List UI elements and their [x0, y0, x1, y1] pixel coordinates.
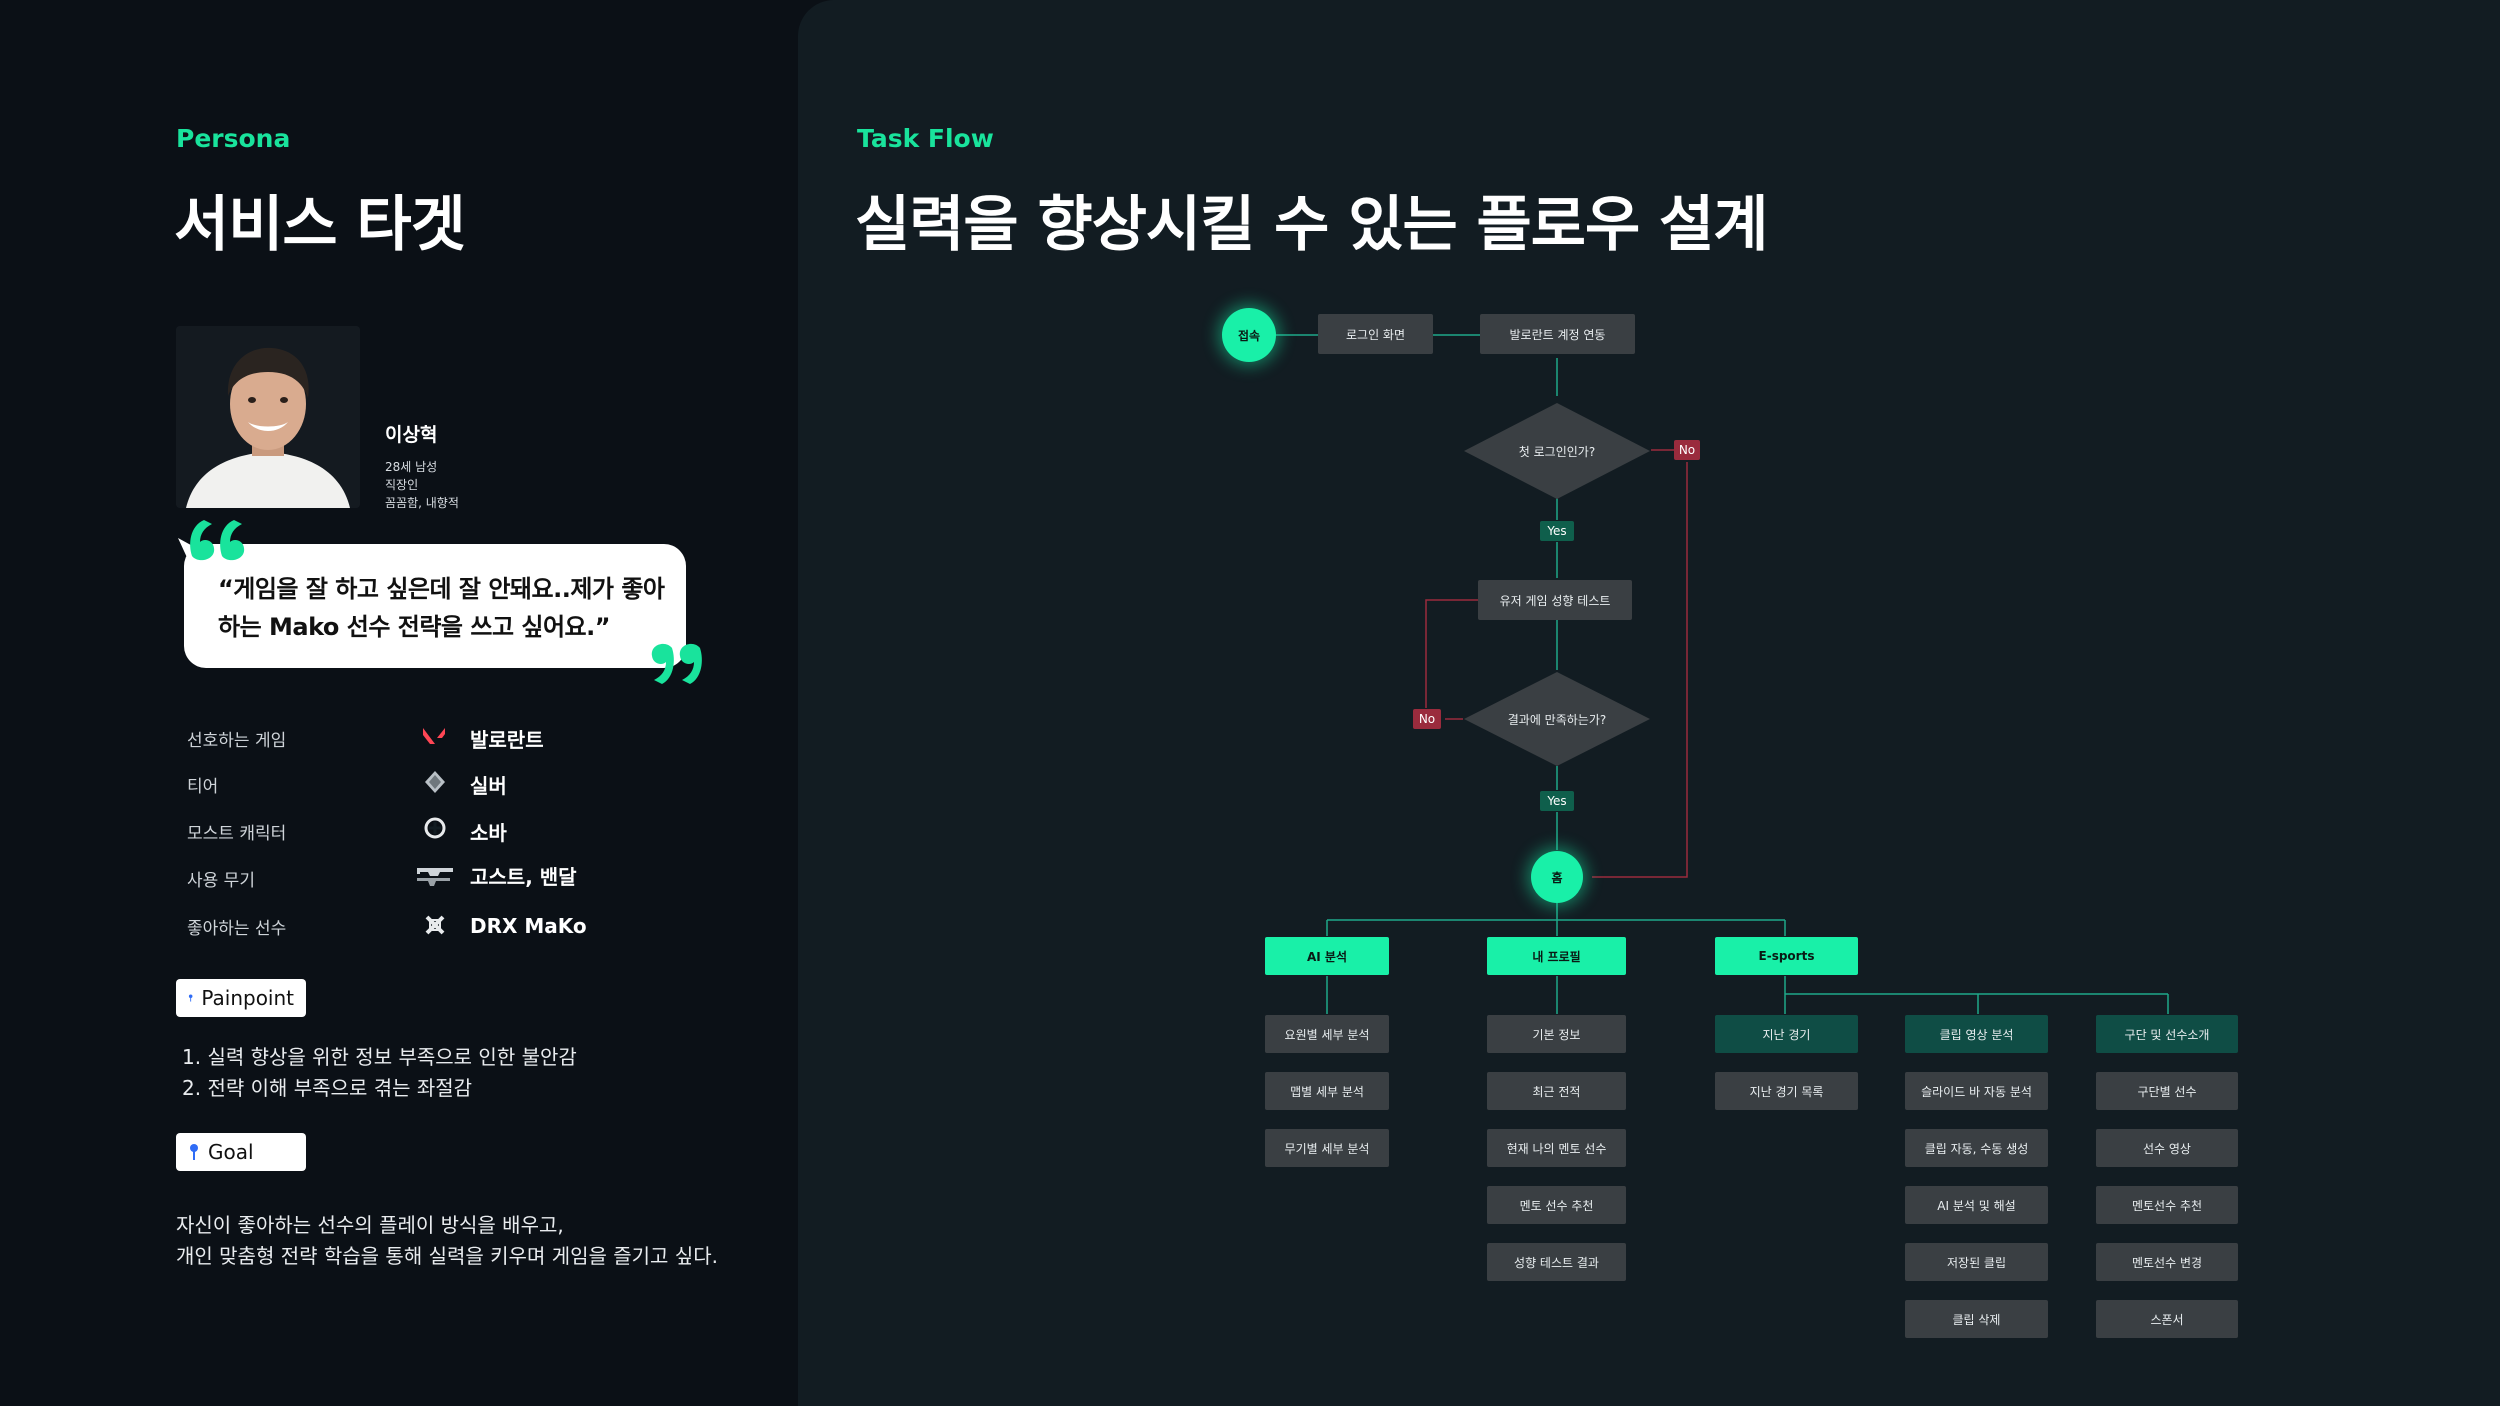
painpoint-label: Painpoint — [201, 986, 294, 1010]
attr-label-tier: 티어 — [187, 777, 219, 797]
sponsor[interactable]: 스폰서 — [2096, 1300, 2238, 1338]
attr-value-game: 발로란트 — [470, 728, 544, 752]
pin-icon — [188, 994, 193, 1002]
pin-icon — [190, 1144, 198, 1160]
clip-delete[interactable]: 클립 삭제 — [1905, 1300, 2048, 1338]
decision-satisfied: 결과에 만족하는가? — [1507, 712, 1607, 727]
attr-label-player: 좋아하는 선수 — [187, 919, 287, 939]
link-account-node[interactable]: 발로란트 계정 연동 — [1480, 314, 1635, 354]
persona-title: 서비스 타겟 — [174, 190, 466, 260]
start-node[interactable]: 접속 — [1222, 308, 1276, 362]
esports-team-player-intro[interactable]: 구단 및 선수소개 — [2096, 1015, 2238, 1053]
clip-ai-commentary[interactable]: AI 분석 및 해설 — [1905, 1186, 2048, 1224]
profile-recent-record[interactable]: 최근 전적 — [1487, 1072, 1626, 1110]
painpoint-item-2: 2. 전략 이해 부족으로 겪는 좌절감 — [182, 1076, 473, 1100]
esports-past-match[interactable]: 지난 경기 — [1715, 1015, 1858, 1053]
ai-agent-analysis[interactable]: 요원별 세부 분석 — [1265, 1015, 1389, 1053]
avatar-illustration — [176, 326, 360, 508]
yes-tag-first-login: Yes — [1540, 521, 1574, 541]
taskflow-panel — [798, 0, 2500, 1406]
mentor-player-recommend[interactable]: 멘토선수 추천 — [2096, 1186, 2238, 1224]
my-profile-node[interactable]: 내 프로필 — [1487, 937, 1626, 975]
esports-node[interactable]: E-sports — [1715, 937, 1858, 975]
esports-clip-analysis[interactable]: 클립 영상 분석 — [1905, 1015, 2048, 1053]
profile-mentor-recommend[interactable]: 멘토 선수 추천 — [1487, 1186, 1626, 1224]
no-tag-satisfied: No — [1413, 709, 1441, 729]
taskflow-title: 실력을 향상시킬 수 있는 플로우 설계 — [855, 190, 1768, 260]
login-node[interactable]: 로그인 화면 — [1318, 314, 1433, 354]
decision-satisfied-diamond — [1464, 672, 1650, 766]
decision-first-login: 첫 로그인인가? — [1518, 444, 1596, 459]
ai-analysis-node[interactable]: AI 분석 — [1265, 937, 1389, 975]
painpoint-item-1: 1. 실력 향상을 위한 정보 부족으로 인한 불안감 — [182, 1045, 577, 1069]
goal-line-1: 자신이 좋아하는 선수의 플레이 방식을 배우고, — [176, 1213, 564, 1237]
persona-panel: Persona 서비스 타겟 이상혁 28세 남성 직장인 꼼꼼함, 내향적 “… — [0, 0, 798, 1406]
attr-value-tier: 실버 — [470, 774, 507, 798]
silver-tier-icon — [425, 771, 445, 793]
taskflow-eyebrow: Task Flow — [857, 124, 994, 153]
persona-traits: 꼼꼼함, 내향적 — [385, 496, 459, 510]
quote-bubble — [184, 544, 686, 668]
attr-value-player: DRX MaKo — [470, 914, 587, 938]
esports-past-match-list[interactable]: 지난 경기 목록 — [1715, 1072, 1858, 1110]
persona-age: 28세 남성 — [385, 460, 438, 474]
clip-slidebar-analysis[interactable]: 슬라이드 바 자동 분석 — [1905, 1072, 2048, 1110]
valorant-logo-icon — [423, 728, 445, 744]
goal-line-2: 개인 맞춤형 전략 학습을 통해 실력을 키우며 게임을 즐기고 싶다. — [176, 1244, 718, 1268]
persona-job: 직장인 — [385, 478, 419, 492]
attr-label-game: 선호하는 게임 — [187, 731, 287, 751]
painpoint-chip: Painpoint — [176, 979, 306, 1017]
goal-chip: Goal — [176, 1133, 306, 1171]
goal-label: Goal — [208, 1140, 254, 1164]
profile-test-result[interactable]: 성향 테스트 결과 — [1487, 1243, 1626, 1281]
quote-open-icon — [178, 520, 245, 564]
tendency-test-node[interactable]: 유저 게임 성향 테스트 — [1478, 580, 1632, 620]
yes-tag-satisfied: Yes — [1540, 791, 1574, 811]
persona-quote: “게임을 잘 하고 싶은데 잘 안돼요..제가 좋아하는 Mako 선수 전략을… — [218, 575, 665, 641]
decision-first-login-diamond — [1464, 403, 1650, 499]
attr-value-weapon: 고스트, 밴달 — [470, 865, 577, 889]
attr-label-character: 모스트 캐릭터 — [187, 824, 287, 844]
attr-label-weapon: 사용 무기 — [187, 871, 255, 891]
team-players[interactable]: 구단별 선수 — [2096, 1072, 2238, 1110]
persona-eyebrow: Persona — [176, 124, 291, 153]
profile-current-mentor[interactable]: 현재 나의 멘토 선수 — [1487, 1129, 1626, 1167]
home-node[interactable]: 홈 — [1531, 851, 1583, 903]
persona-name: 이상혁 — [385, 424, 438, 446]
drx-logo-icon — [425, 915, 445, 935]
profile-basic-info[interactable]: 기본 정보 — [1487, 1015, 1626, 1053]
ai-weapon-analysis[interactable]: 무기별 세부 분석 — [1265, 1129, 1389, 1167]
sova-agent-icon — [424, 817, 446, 839]
persona-avatar — [176, 326, 360, 508]
clip-auto-manual-create[interactable]: 클립 자동, 수동 생성 — [1905, 1129, 2048, 1167]
ai-map-analysis[interactable]: 맵별 세부 분석 — [1265, 1072, 1389, 1110]
clip-saved[interactable]: 저장된 클립 — [1905, 1243, 2048, 1281]
weapon-icon — [417, 868, 453, 886]
mentor-player-change[interactable]: 멘토선수 변경 — [2096, 1243, 2238, 1281]
attr-value-character: 소바 — [470, 821, 507, 845]
no-tag-first-login: No — [1674, 440, 1700, 460]
player-video[interactable]: 선수 영상 — [2096, 1129, 2238, 1167]
quote-close-icon — [651, 643, 702, 684]
